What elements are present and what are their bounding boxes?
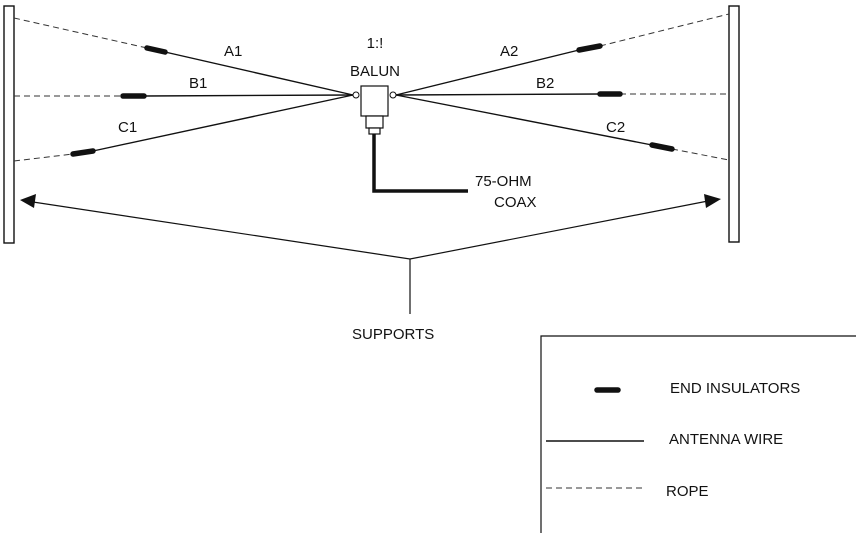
label-b2: B2 <box>536 75 554 92</box>
balun-right-terminal <box>389 91 397 99</box>
antenna-wire-a2 <box>395 49 580 96</box>
supports-pointer-lines <box>32 200 709 260</box>
rope-a2 <box>599 13 730 47</box>
coax-label-line2: COAX <box>494 194 537 211</box>
antenna-wire-c1 <box>92 94 354 152</box>
balun-connector <box>365 115 384 129</box>
legend-rope-label: ROPE <box>666 483 709 500</box>
balun <box>352 85 397 135</box>
end-insulator-c2 <box>649 142 675 152</box>
antenna-wire-b2 <box>395 93 601 96</box>
balun-ratio-label: 1:! <box>367 35 384 52</box>
end-insulator-a1 <box>144 45 168 55</box>
label-a2: A2 <box>500 43 518 60</box>
right-arrowhead <box>704 194 721 208</box>
antenna-wire-a1 <box>164 51 354 96</box>
end-insulator-a2 <box>576 43 603 53</box>
right-support <box>728 5 740 243</box>
end-insulator-c1 <box>70 148 96 157</box>
legend-insulators-label: END INSULATORS <box>670 380 800 397</box>
balun-connector-tip <box>368 127 381 135</box>
rope-c2 <box>671 148 730 161</box>
antenna-wire-c2 <box>395 94 653 146</box>
label-c1: C1 <box>118 119 137 136</box>
rope-c1 <box>13 153 74 162</box>
balun-body <box>360 85 389 117</box>
left-support <box>3 5 15 244</box>
supports-label: SUPPORTS <box>352 326 434 343</box>
label-b1: B1 <box>189 75 207 92</box>
label-c2: C2 <box>606 119 625 136</box>
label-a1: A1 <box>224 43 242 60</box>
antenna-wire-b1 <box>143 94 354 97</box>
legend-frame <box>540 335 856 533</box>
coax-cable <box>372 134 468 193</box>
legend-wire-label: ANTENNA WIRE <box>669 431 783 448</box>
coax-label-line1: 75-OHM <box>475 173 532 190</box>
rope-a1 <box>13 17 148 49</box>
balun-left-terminal <box>352 91 360 99</box>
balun-name-label: BALUN <box>350 63 400 80</box>
legend: END INSULATORS ANTENNA WIRE ROPE <box>540 335 856 533</box>
left-arrowhead <box>20 194 36 208</box>
